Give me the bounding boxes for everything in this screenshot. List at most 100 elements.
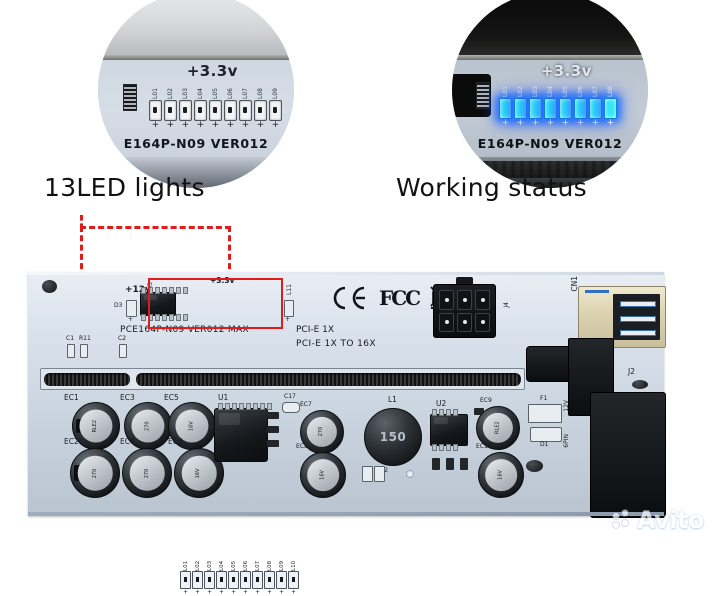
led-label: L04 [218,560,225,571]
board-led: L10+ [288,558,299,596]
led-label: L06 [577,86,585,98]
u1-pad [267,426,279,433]
capacitor-ec1: RLE2 [72,402,120,450]
mounting-hole-right [632,380,648,389]
cap-c17 [282,402,300,413]
diode-d1 [530,427,562,442]
led-label: L08 [266,560,273,571]
ic-u2 [430,414,468,446]
led-polarity: + [241,120,250,131]
power-connector-6pin[interactable] [433,284,496,338]
led-label: L07 [592,86,600,98]
refdes-f1: F1 [540,395,548,402]
led-body-on [559,98,573,120]
led-body [204,571,215,589]
caption-working-status: Working status [396,173,587,202]
led-indicator: L08+ [253,82,267,130]
usb3-port-cn1[interactable] [578,286,666,348]
led-indicator: L01+ [148,82,162,130]
led-polarity: + [219,589,224,596]
capacitor-ec10: 16V [478,452,524,498]
cap-top: 270 [129,455,165,491]
background-blur-left [98,0,294,55]
product-photo-stage: +3.3v L01+ L02+ L03+ L04+ L05+ L06+ L07+… [0,0,714,540]
pcie-x16-slot[interactable] [40,368,525,390]
board-led: L09+ [276,558,287,596]
led-label: L05 [230,560,237,571]
board-led: L01+ [180,558,191,596]
led-polarity: + [255,589,260,596]
refdes-ec6: EC6 [168,437,183,446]
led-label: L04 [196,88,204,100]
led-polarity: + [267,589,272,596]
callout-bracket-dashed [80,215,231,297]
led-polarity: + [591,118,600,129]
led-body [180,571,191,589]
board-led: L03+ [204,558,215,596]
pcie-riser-board: +12v D3 + U3 +3.3v L01+ L02+ L03+ L04+ L… [28,272,666,596]
led-polarity: + [181,120,190,131]
led-indicator: L03+ [178,82,192,131]
usb-contact [620,301,656,307]
led-label: L06 [226,88,234,100]
silkscreen-part-number: PCE164P-N09 VER012 MAX [120,325,249,335]
cap-marking: 16V [319,470,326,480]
cap-notch [75,418,83,434]
led-label: L01 [502,86,510,98]
smd-part [460,458,468,470]
label-33v-board: +3.3v [210,276,235,285]
cap-marking: 270 [91,468,98,478]
led-label: L05 [211,88,219,100]
refdes-c17: C17 [284,393,296,400]
cap-notch [73,465,81,481]
usb-contact [620,316,656,322]
led-label: L08 [256,88,264,100]
label-12v-connector: 12V [563,400,570,412]
cap-top: 16V [485,459,517,491]
refdes-ec7: EC7 [300,401,312,408]
led-body-on [529,98,543,120]
cap-top: RLE2 [79,409,113,443]
led-indicator: L01+ [499,80,513,128]
connector-housing-lower[interactable] [590,392,666,518]
led-polarity: + [561,118,570,129]
cap-top: 270 [131,409,165,443]
l11-polarity: + [285,316,291,323]
led-strip-on: L01+ L02+ L03+ L04+ L05+ L06+ L07+ L08+ [499,80,618,129]
avito-watermark: Avito [612,506,705,534]
slot-segment-short [44,372,130,386]
led-label: L01 [151,88,159,100]
led-polarity: + [516,118,525,129]
rail-label-33v-right: +3.3v [540,61,592,80]
shadow-gradient-left [98,156,294,188]
connector-polarity: + [584,375,591,384]
cap-c1 [67,344,75,358]
cap-c2b [362,466,373,482]
cap-top: RLE2 [482,412,514,444]
led-label: L02 [517,86,525,98]
ic-u1-main-controller [214,408,268,462]
u3-pins-top [141,287,188,294]
board-led: L08 + [264,558,275,596]
led-indicator: L02 + [514,80,528,129]
led-indicator: L05 + [559,80,573,129]
board-metal-rail-left [98,54,294,60]
cap-top: 270 [306,416,338,448]
usb-blue-insert [585,290,609,293]
led-body [264,571,275,589]
led-body [192,571,203,589]
usb-cavity [613,294,660,340]
refdes-ec8: EC8 [296,443,308,450]
u1-pad [267,412,279,419]
led-polarity: + [531,118,540,129]
capacitor-ec3: 270 [124,402,172,450]
led-label: L05 [562,86,570,98]
capacitor-ec2: 270 [70,448,120,498]
u1-pad [267,440,279,447]
refdes-ec1: EC1 [64,393,79,402]
board-metal-rail-right [452,54,648,60]
led-body [240,571,251,589]
refdes-ec2: EC2 [64,437,79,446]
inductor-value: 150 [379,430,407,444]
cap-top: 16V [175,409,209,443]
